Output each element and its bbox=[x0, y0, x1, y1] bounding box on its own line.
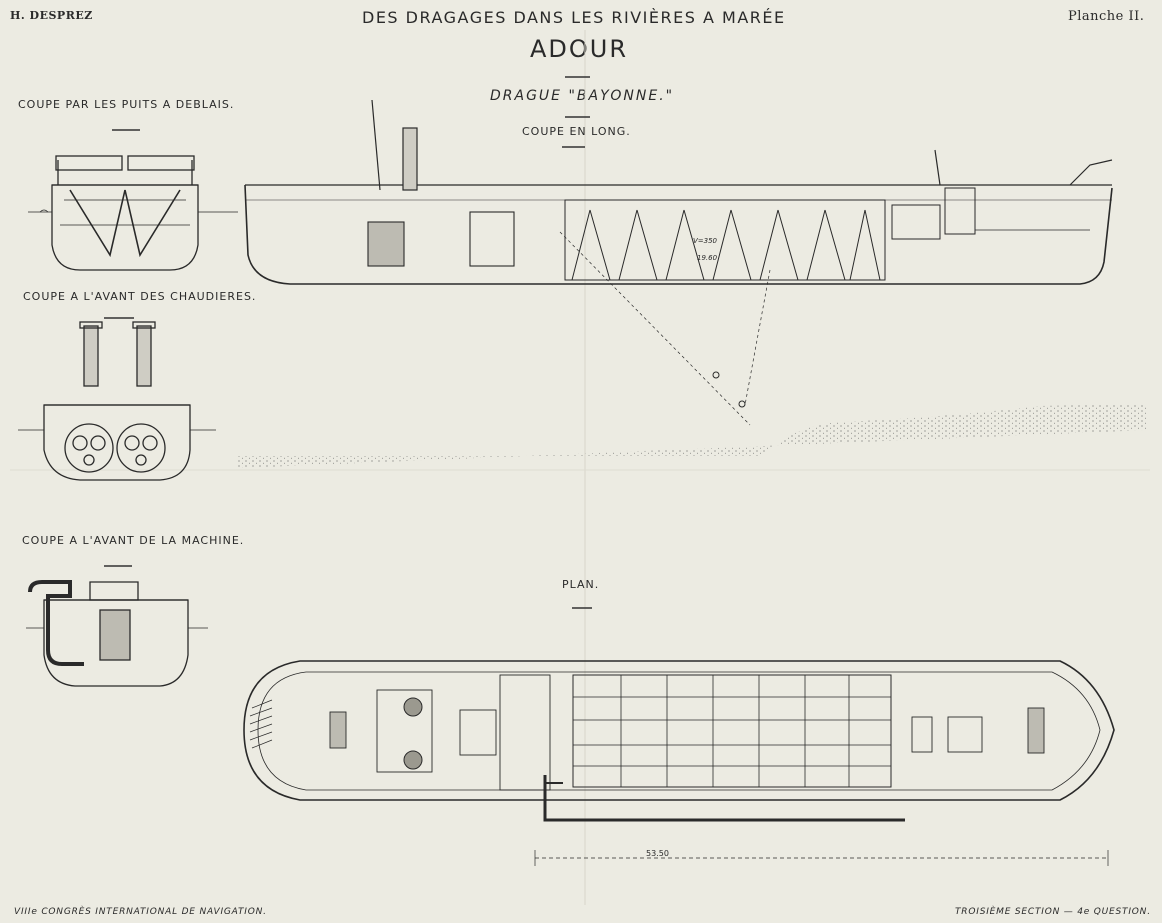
author-name: H. DESPREZ bbox=[10, 9, 93, 22]
longitudinal-section bbox=[244, 99, 1113, 426]
boiler-cross-section bbox=[18, 321, 216, 481]
footer-section: TROISIÈME SECTION — 4e QUESTION. bbox=[955, 907, 1151, 917]
river-bed bbox=[238, 404, 1148, 468]
hopper-volume-note: V=350 bbox=[693, 237, 718, 245]
depth-note: 19.60 bbox=[697, 254, 718, 262]
longitudinal-section-label: COUPE EN LONG. bbox=[522, 125, 631, 138]
plate-number: Planche II. bbox=[1068, 9, 1145, 24]
engine-cross-section bbox=[26, 580, 208, 687]
title-underlines bbox=[104, 76, 592, 609]
engine-section-label: COUPE A L'AVANT DE LA MACHINE. bbox=[22, 534, 245, 547]
plan-view bbox=[243, 660, 1115, 866]
hopper-section-label: COUPE PAR LES PUITS A DEBLAIS. bbox=[18, 98, 235, 111]
boiler-section-label: COUPE A L'AVANT DES CHAUDIERES. bbox=[23, 290, 257, 303]
length-dimension: 53.50 bbox=[646, 849, 669, 858]
hopper-cross-section bbox=[28, 155, 238, 271]
footer-congress: VIIIe CONGRÈS INTERNATIONAL DE NAVIGATIO… bbox=[14, 907, 267, 917]
series-title: DES DRAGAGES DANS LES RIVIÈRES A MARÉE bbox=[362, 8, 786, 27]
plan-label: PLAN. bbox=[562, 578, 600, 591]
dredge-name: DRAGUE "BAYONNE." bbox=[490, 88, 675, 104]
river-title: ADOUR bbox=[530, 35, 629, 63]
